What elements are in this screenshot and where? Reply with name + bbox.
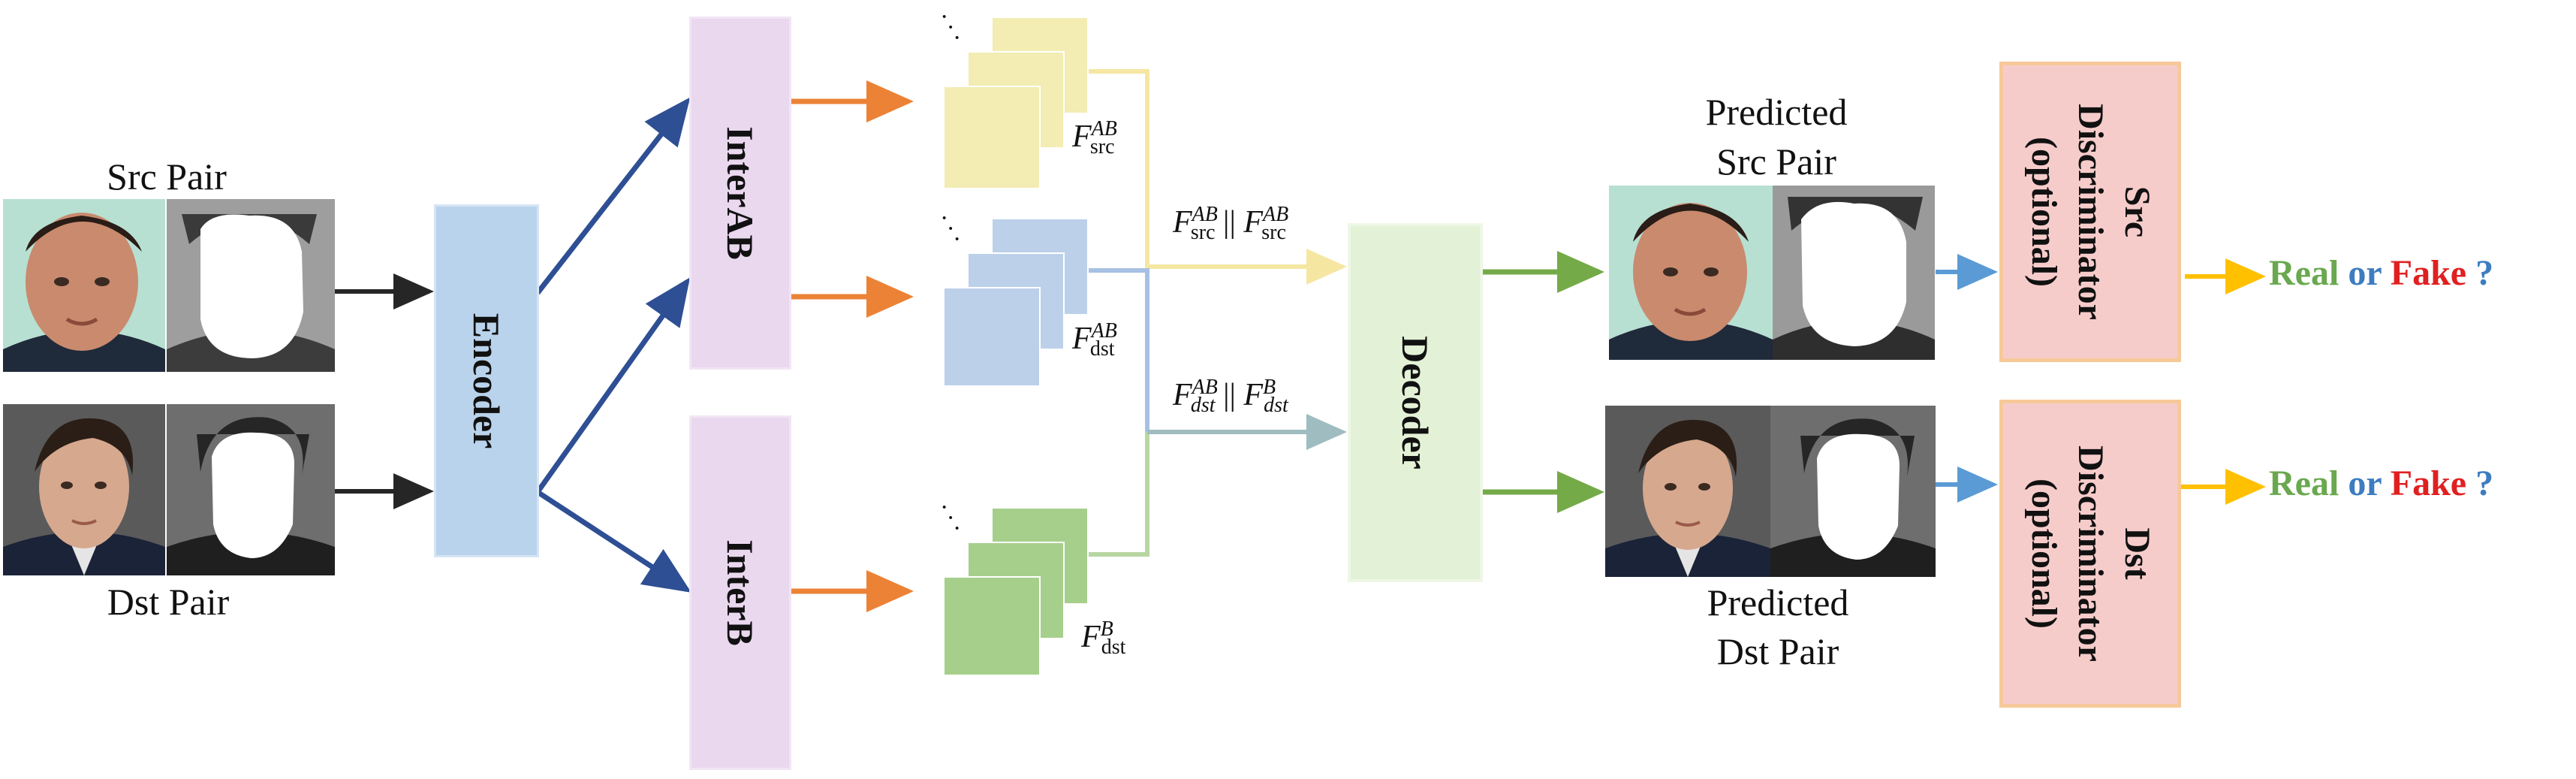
sup-ab: AB [1263, 203, 1289, 226]
dst-pair-label: Dst Pair [107, 581, 230, 623]
feature-stack-src-ab: · · · [940, 5, 1093, 189]
question-mark: ? [2475, 253, 2494, 293]
sup-b: B [1263, 376, 1276, 399]
label-f-dst-ab: FABdst [1072, 319, 1117, 361]
src-output-label: Real or Fake ? [2269, 252, 2493, 294]
feature-map-front [943, 576, 1041, 676]
or-text: or [2348, 253, 2382, 293]
src-face-image [3, 199, 165, 372]
src-disc-name: Discriminator [2071, 104, 2111, 320]
real-text: Real [2269, 253, 2339, 293]
ellipsis-dots: · · · [940, 204, 962, 253]
label-concat-src: FABsrc || FABsrc [1173, 203, 1289, 245]
arrow-encoder-to-interb [536, 490, 691, 593]
predicted-src-face-image [1609, 186, 1773, 360]
line-fdst-to-junction [1085, 268, 1149, 432]
sub-dst: dst [1190, 394, 1216, 418]
feature-map-front [943, 287, 1041, 387]
concat-operator: || [1223, 378, 1236, 412]
predicted-src-label-line2: Src Pair [1716, 140, 1836, 183]
dst-discriminator-block: Dst Discriminator (optional) [1999, 400, 2181, 708]
sup-ab: AB [1192, 203, 1218, 226]
sub-src: src [1190, 221, 1216, 245]
f-symbol: F [1072, 322, 1092, 356]
f-symbol: F [1243, 205, 1264, 240]
sup-ab: AB [1091, 319, 1117, 343]
interb-block: InterB [689, 415, 791, 770]
sup-b: B [1100, 617, 1113, 641]
ellipsis-dots: · · · [940, 494, 962, 542]
predicted-dst-mask-image [1770, 406, 1936, 577]
predicted-src-mask-image [1773, 186, 1935, 360]
src-mask-image [167, 199, 335, 372]
fake-text: Fake [2390, 463, 2467, 503]
sub-src: src [1089, 135, 1115, 159]
fake-text: Fake [2390, 253, 2467, 293]
dst-disc-title: Dst [2117, 527, 2157, 580]
ellipsis-dots: · · · [940, 3, 962, 52]
predicted-dst-label-line1: Predicted [1707, 581, 1849, 624]
encoder-block: Encoder [434, 204, 539, 557]
src-discriminator-block: Src Discriminator (optional) [1999, 62, 2181, 362]
src-pair-label: Src Pair [107, 155, 227, 198]
concat-operator: || [1223, 205, 1236, 240]
line-fsrc-to-decoder [1085, 69, 1347, 285]
arrow-encoder-to-interab-2 [535, 277, 691, 494]
sup-ab: AB [1091, 117, 1117, 140]
src-disc-optional: (optional) [2024, 136, 2064, 287]
sub-dst: dst [1264, 394, 1288, 418]
predicted-dst-label-line2: Dst Pair [1716, 630, 1839, 672]
sub-src: src [1261, 221, 1286, 245]
f-symbol: F [1173, 378, 1192, 412]
label-f-src-ab: FABsrc [1072, 117, 1117, 159]
src-disc-title: Src [2117, 186, 2157, 238]
src-discriminator-label: Src Discriminator (optional) [2020, 104, 2160, 320]
real-text: Real [2269, 463, 2339, 503]
decoder-label: Decoder [1394, 336, 1436, 470]
arrow-encoder-to-interab-1 [535, 97, 691, 295]
dst-disc-name: Discriminator [2071, 445, 2111, 662]
or-text: or [2348, 463, 2382, 503]
label-f-dst-b: FBdst [1081, 617, 1125, 660]
label-concat-dst: FABdst || FBdst [1173, 376, 1288, 418]
feature-stack-dst-ab: · · · [940, 206, 1093, 387]
predicted-dst-face-image [1605, 406, 1770, 577]
interab-block: InterAB [689, 17, 791, 370]
interb-label: InterB [719, 539, 761, 646]
line-fdstb-to-junction [1085, 432, 1149, 557]
dst-mask-image [167, 404, 335, 575]
dst-disc-optional: (optional) [2024, 478, 2064, 629]
dst-discriminator-label: Dst Discriminator (optional) [2020, 445, 2160, 662]
feature-stack-dst-b: · · · [940, 495, 1093, 676]
sub-dst: dst [1089, 337, 1115, 361]
f-symbol: F [1072, 119, 1092, 154]
f-symbol: F [1173, 205, 1192, 240]
f-symbol: F [1081, 620, 1101, 654]
interab-label: InterAB [719, 126, 761, 260]
question-mark: ? [2475, 463, 2494, 503]
f-symbol: F [1243, 378, 1264, 412]
decoder-block: Decoder [1348, 223, 1483, 582]
sup-ab: AB [1192, 376, 1218, 399]
feature-map-front [943, 86, 1041, 189]
predicted-src-label-line1: Predicted [1705, 91, 1848, 133]
sub-dst: dst [1101, 636, 1126, 660]
dst-output-label: Real or Fake ? [2269, 463, 2493, 504]
encoder-label: Encoder [465, 313, 508, 449]
dst-face-image [3, 404, 165, 575]
